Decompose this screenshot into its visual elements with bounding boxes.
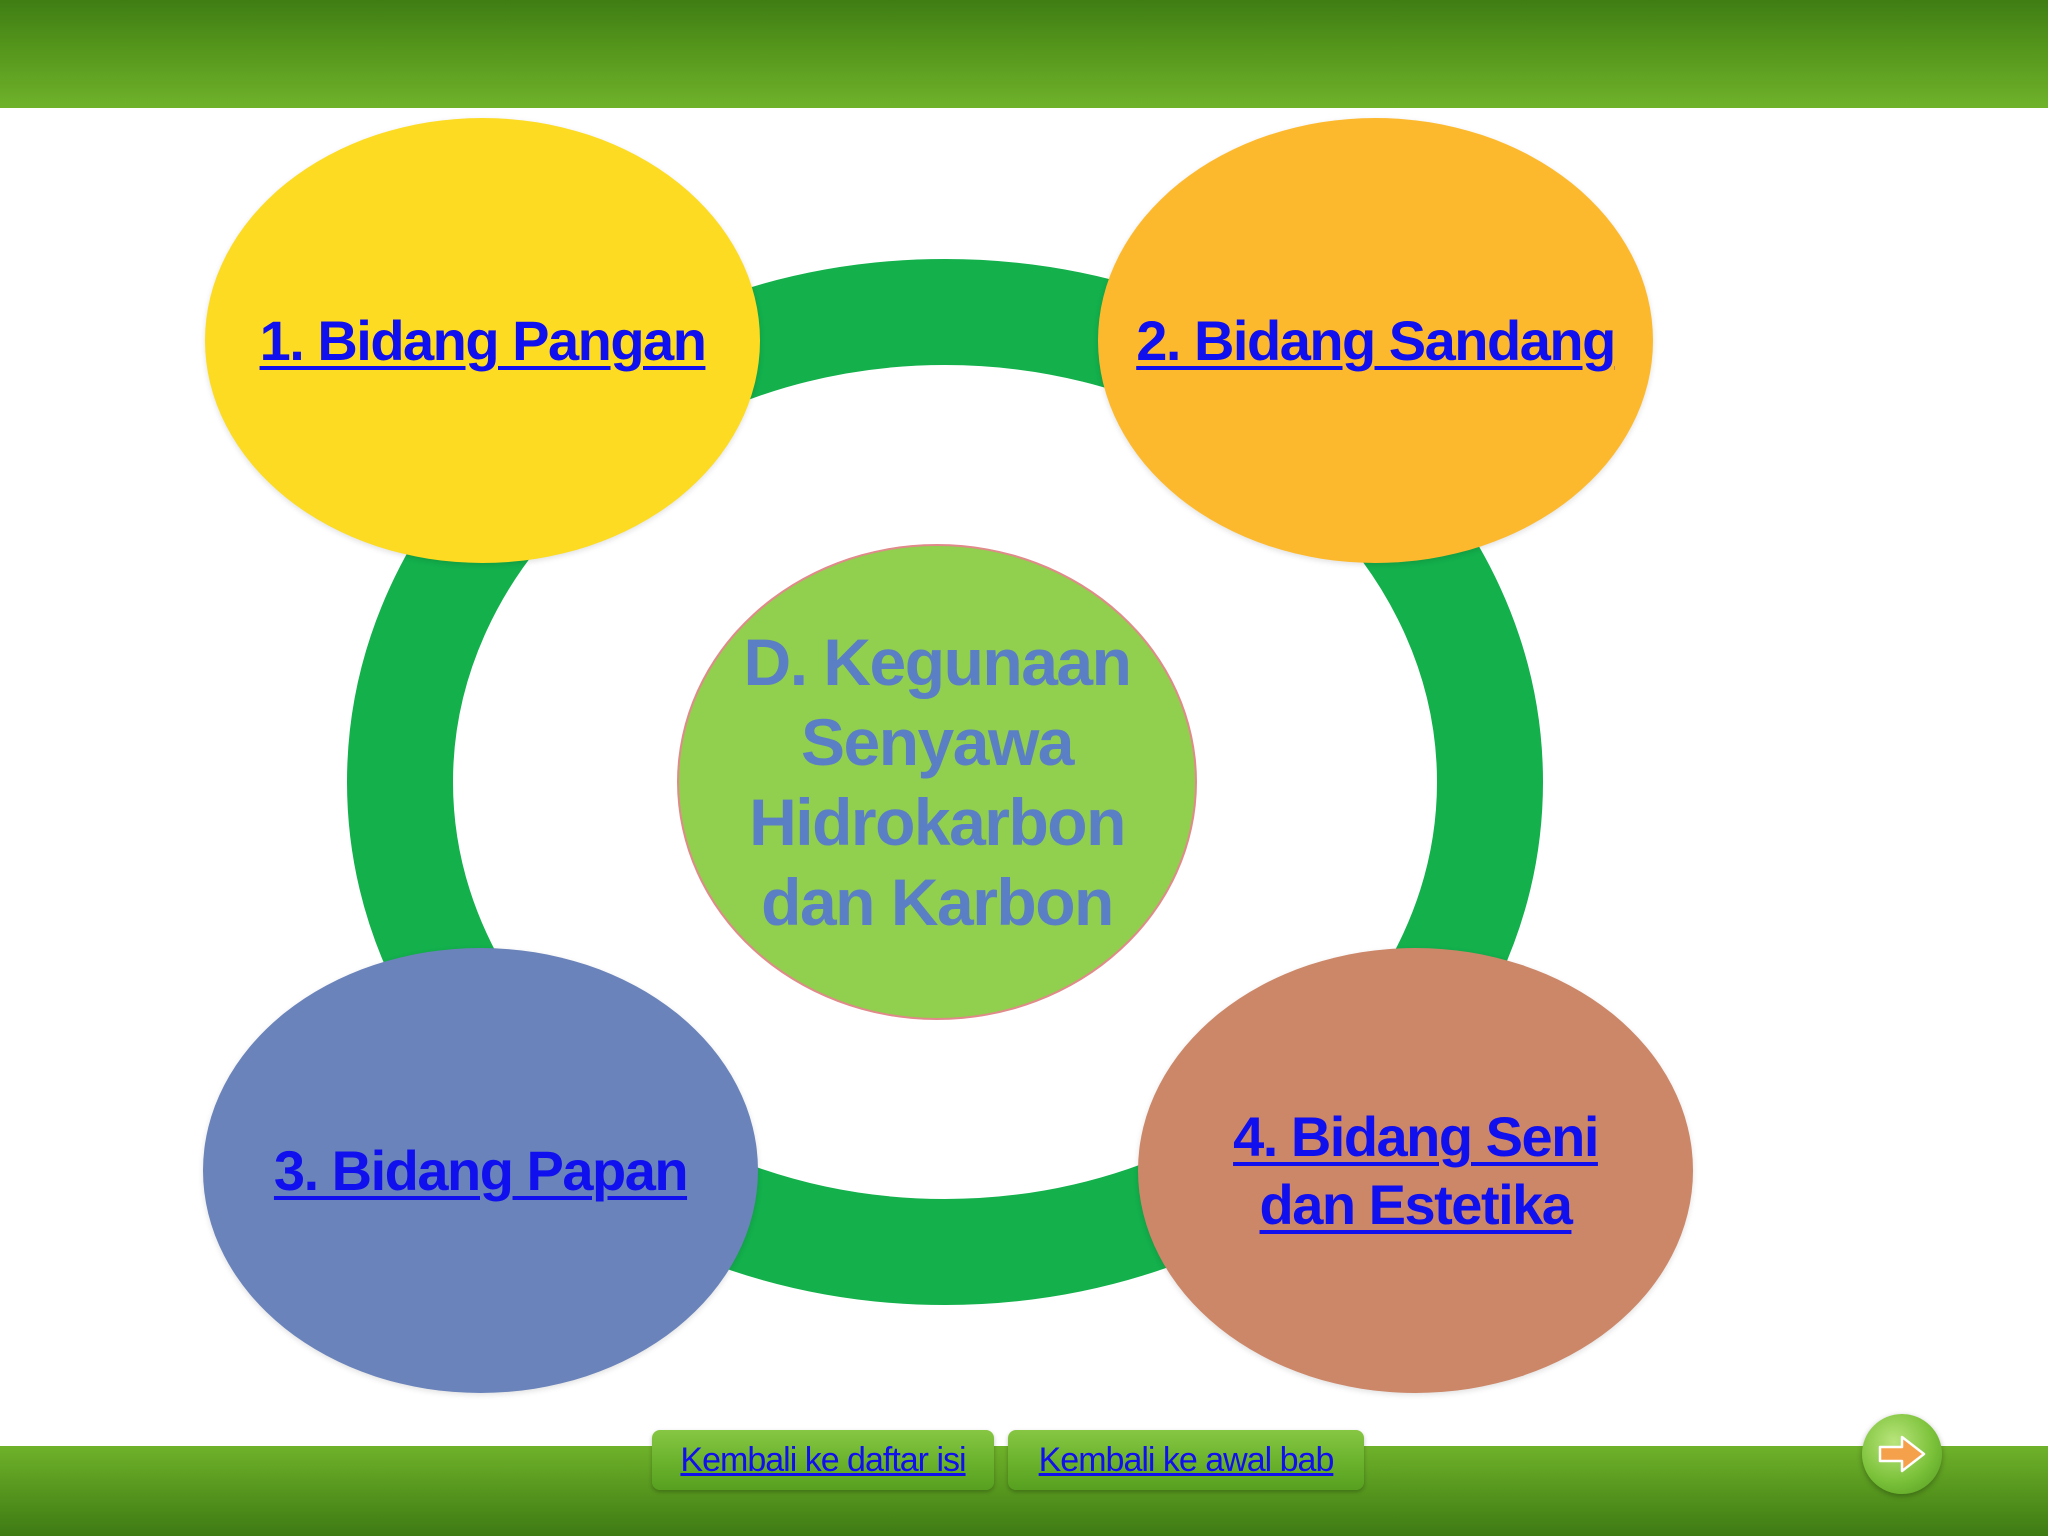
next-slide-button[interactable] xyxy=(1862,1414,1942,1494)
node-bidang-pangan: 1. Bidang Pangan xyxy=(205,118,760,563)
arrow-right-icon xyxy=(1878,1435,1926,1473)
back-to-contents-button[interactable]: Kembali ke daftar isi xyxy=(652,1430,994,1490)
node-bidang-seni: 4. Bidang Seni dan Estetika xyxy=(1138,948,1693,1393)
center-topic: D. Kegunaan Senyawa Hidrokarbon dan Karb… xyxy=(677,544,1197,1020)
top-banner xyxy=(0,0,2048,108)
link-bidang-seni-estetika[interactable]: 4. Bidang Seni dan Estetika xyxy=(1233,1105,1599,1236)
link-bidang-sandang[interactable]: 2. Bidang Sandang xyxy=(1136,308,1616,372)
back-to-chapter-label: Kembali ke awal bab xyxy=(1038,1440,1335,1479)
back-to-contents-label: Kembali ke daftar isi xyxy=(680,1440,966,1479)
link-bidang-papan[interactable]: 3. Bidang Papan xyxy=(273,1138,689,1202)
center-title: D. Kegunaan Senyawa Hidrokarbon dan Karb… xyxy=(743,625,1132,939)
node-bidang-papan: 3. Bidang Papan xyxy=(203,948,758,1393)
back-to-chapter-button[interactable]: Kembali ke awal bab xyxy=(1008,1430,1364,1490)
link-bidang-pangan[interactable]: 1. Bidang Pangan xyxy=(259,308,707,372)
node-bidang-sandang: 2. Bidang Sandang xyxy=(1098,118,1653,563)
